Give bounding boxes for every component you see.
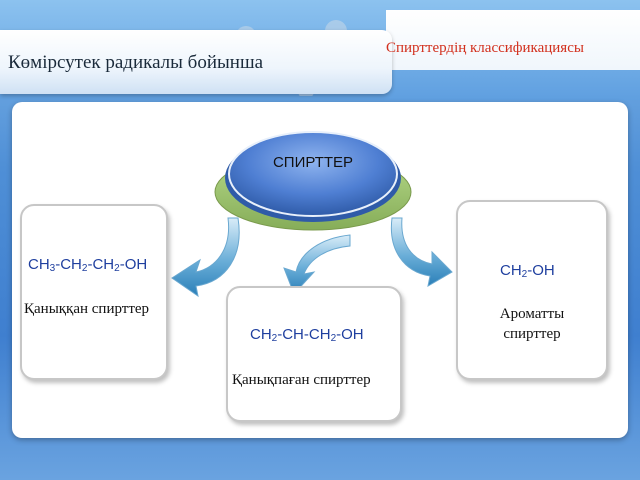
- arrow-left: [171, 217, 240, 298]
- formula-subscript: 2: [271, 333, 278, 344]
- formula-part: -OH: [336, 326, 364, 343]
- saturated-formula: CH3-CH2-CH2-OH: [28, 256, 147, 274]
- formula-subscript: 2: [114, 263, 120, 274]
- title-panel: [0, 30, 392, 94]
- formula-part: CH: [500, 262, 522, 279]
- central-label: СПИРТТЕР: [272, 154, 354, 171]
- aromatic-caption-line1: Ароматты: [499, 306, 565, 322]
- central-node: [214, 131, 412, 231]
- formula-subscript: 2: [521, 269, 528, 280]
- formula-part: CH: [28, 256, 50, 273]
- arrow-right: [390, 217, 453, 287]
- formula-subscript: 2: [81, 263, 88, 274]
- saturated-alcohols-box: [20, 204, 168, 380]
- formula-part: -OH: [119, 256, 148, 273]
- unsaturated-alcohols-box: [226, 286, 402, 422]
- aromatic-formula: CH2-OH: [500, 262, 555, 280]
- formula-part: -CH: [55, 256, 82, 273]
- aromatic-caption-line2: спирттер: [503, 326, 561, 342]
- unsaturated-caption: Қанықпаған спирттер: [232, 372, 371, 388]
- formula-subscript: 2: [330, 333, 337, 344]
- page-title: Көмірсутек радикалы бойынша: [8, 52, 264, 73]
- formula-subscript: 3: [49, 263, 56, 274]
- saturated-caption: Қаныққан спирттер: [24, 301, 150, 317]
- aromatic-alcohols-box: [456, 200, 608, 380]
- header-right-panel: [386, 10, 640, 70]
- formula-part: -CH-CH: [277, 326, 331, 343]
- formula-part: -CH: [87, 256, 115, 273]
- unsaturated-formula: CH2-CH-CH2-OH: [250, 326, 364, 344]
- formula-part: -OH: [527, 262, 555, 279]
- section-title: Спирттердің классификациясы: [386, 40, 584, 56]
- formula-part: CH: [250, 326, 272, 343]
